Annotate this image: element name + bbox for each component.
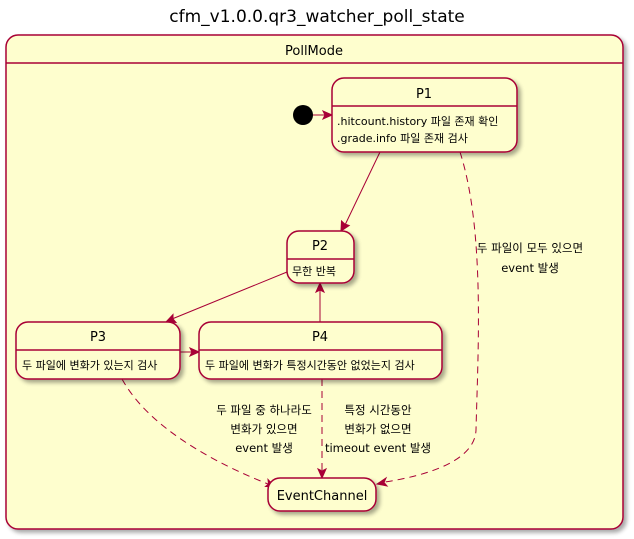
state-p2-desc: 무한 반복 (292, 265, 336, 278)
transition-label-p3-event: 두 파일 중 하나라도 변화가 있으면 event 발생 (216, 403, 312, 455)
state-p4-name: P4 (312, 330, 328, 345)
transition-label-p4-event: 특정 시간동안 변화가 없으면 timeout event 발생 (325, 403, 431, 455)
diagram-title: cfm_v1.0.0.qr3_watcher_poll_state (169, 7, 464, 27)
initial-state (293, 105, 313, 125)
edge-p1-p2 (344, 151, 381, 226)
state-p2: P2 무한 반복 (286, 230, 355, 284)
edge-p4-event-arrow (316, 467, 328, 480)
label-p3-event-line-3: event 발생 (235, 441, 293, 455)
state-p1-name: P1 (416, 87, 432, 102)
state-p2-name: P2 (312, 239, 328, 254)
label-p3-event-line-1: 두 파일 중 하나라도 (216, 403, 312, 417)
label-p3-event-line-2: 변화가 있으면 (230, 422, 297, 436)
state-p4-desc: 두 파일에 변화가 특정시간동안 없었는지 검사 (205, 358, 415, 372)
edge-p1-event (384, 151, 479, 483)
state-p3: P3 두 파일에 변화가 있는지 검사 (15, 321, 181, 380)
edge-p3-p4-arrow (188, 346, 201, 358)
label-p4-event-line-1: 특정 시간동안 (344, 403, 412, 417)
state-p1: P1 .hitcount.history 파일 존재 확인 .grade.inf… (331, 77, 518, 153)
label-p1-event-line-1: 두 파일이 모두 있으면 (477, 241, 583, 255)
edge-p4-p2-arrow (314, 281, 326, 294)
edge-p2-p3 (171, 271, 288, 320)
state-p1-desc-line-1: .hitcount.history 파일 존재 확인 (337, 114, 498, 128)
edge-start-p1-arrow (321, 109, 334, 121)
state-p4: P4 두 파일에 변화가 특정시간동안 없었는지 검사 (198, 321, 443, 380)
label-p1-event-line-2: event 발생 (501, 261, 559, 275)
composite-state-name: PollMode (285, 44, 343, 59)
state-event-channel: EventChannel (267, 477, 377, 512)
edge-p1-event-arrow (375, 476, 389, 487)
state-p3-name: P3 (90, 330, 106, 345)
edge-p1-p2-arrow (340, 219, 351, 232)
state-event-channel-name: EventChannel (277, 489, 368, 504)
state-p1-desc-line-2: .grade.info 파일 존재 검사 (337, 131, 468, 145)
state-p3-desc: 두 파일에 변화가 있는지 검사 (22, 358, 157, 372)
label-p4-event-line-2: 변화가 없으면 (344, 422, 411, 436)
label-p4-event-line-3: timeout event 발생 (325, 441, 431, 455)
transition-label-p1-event: 두 파일이 모두 있으면 event 발생 (477, 241, 583, 275)
